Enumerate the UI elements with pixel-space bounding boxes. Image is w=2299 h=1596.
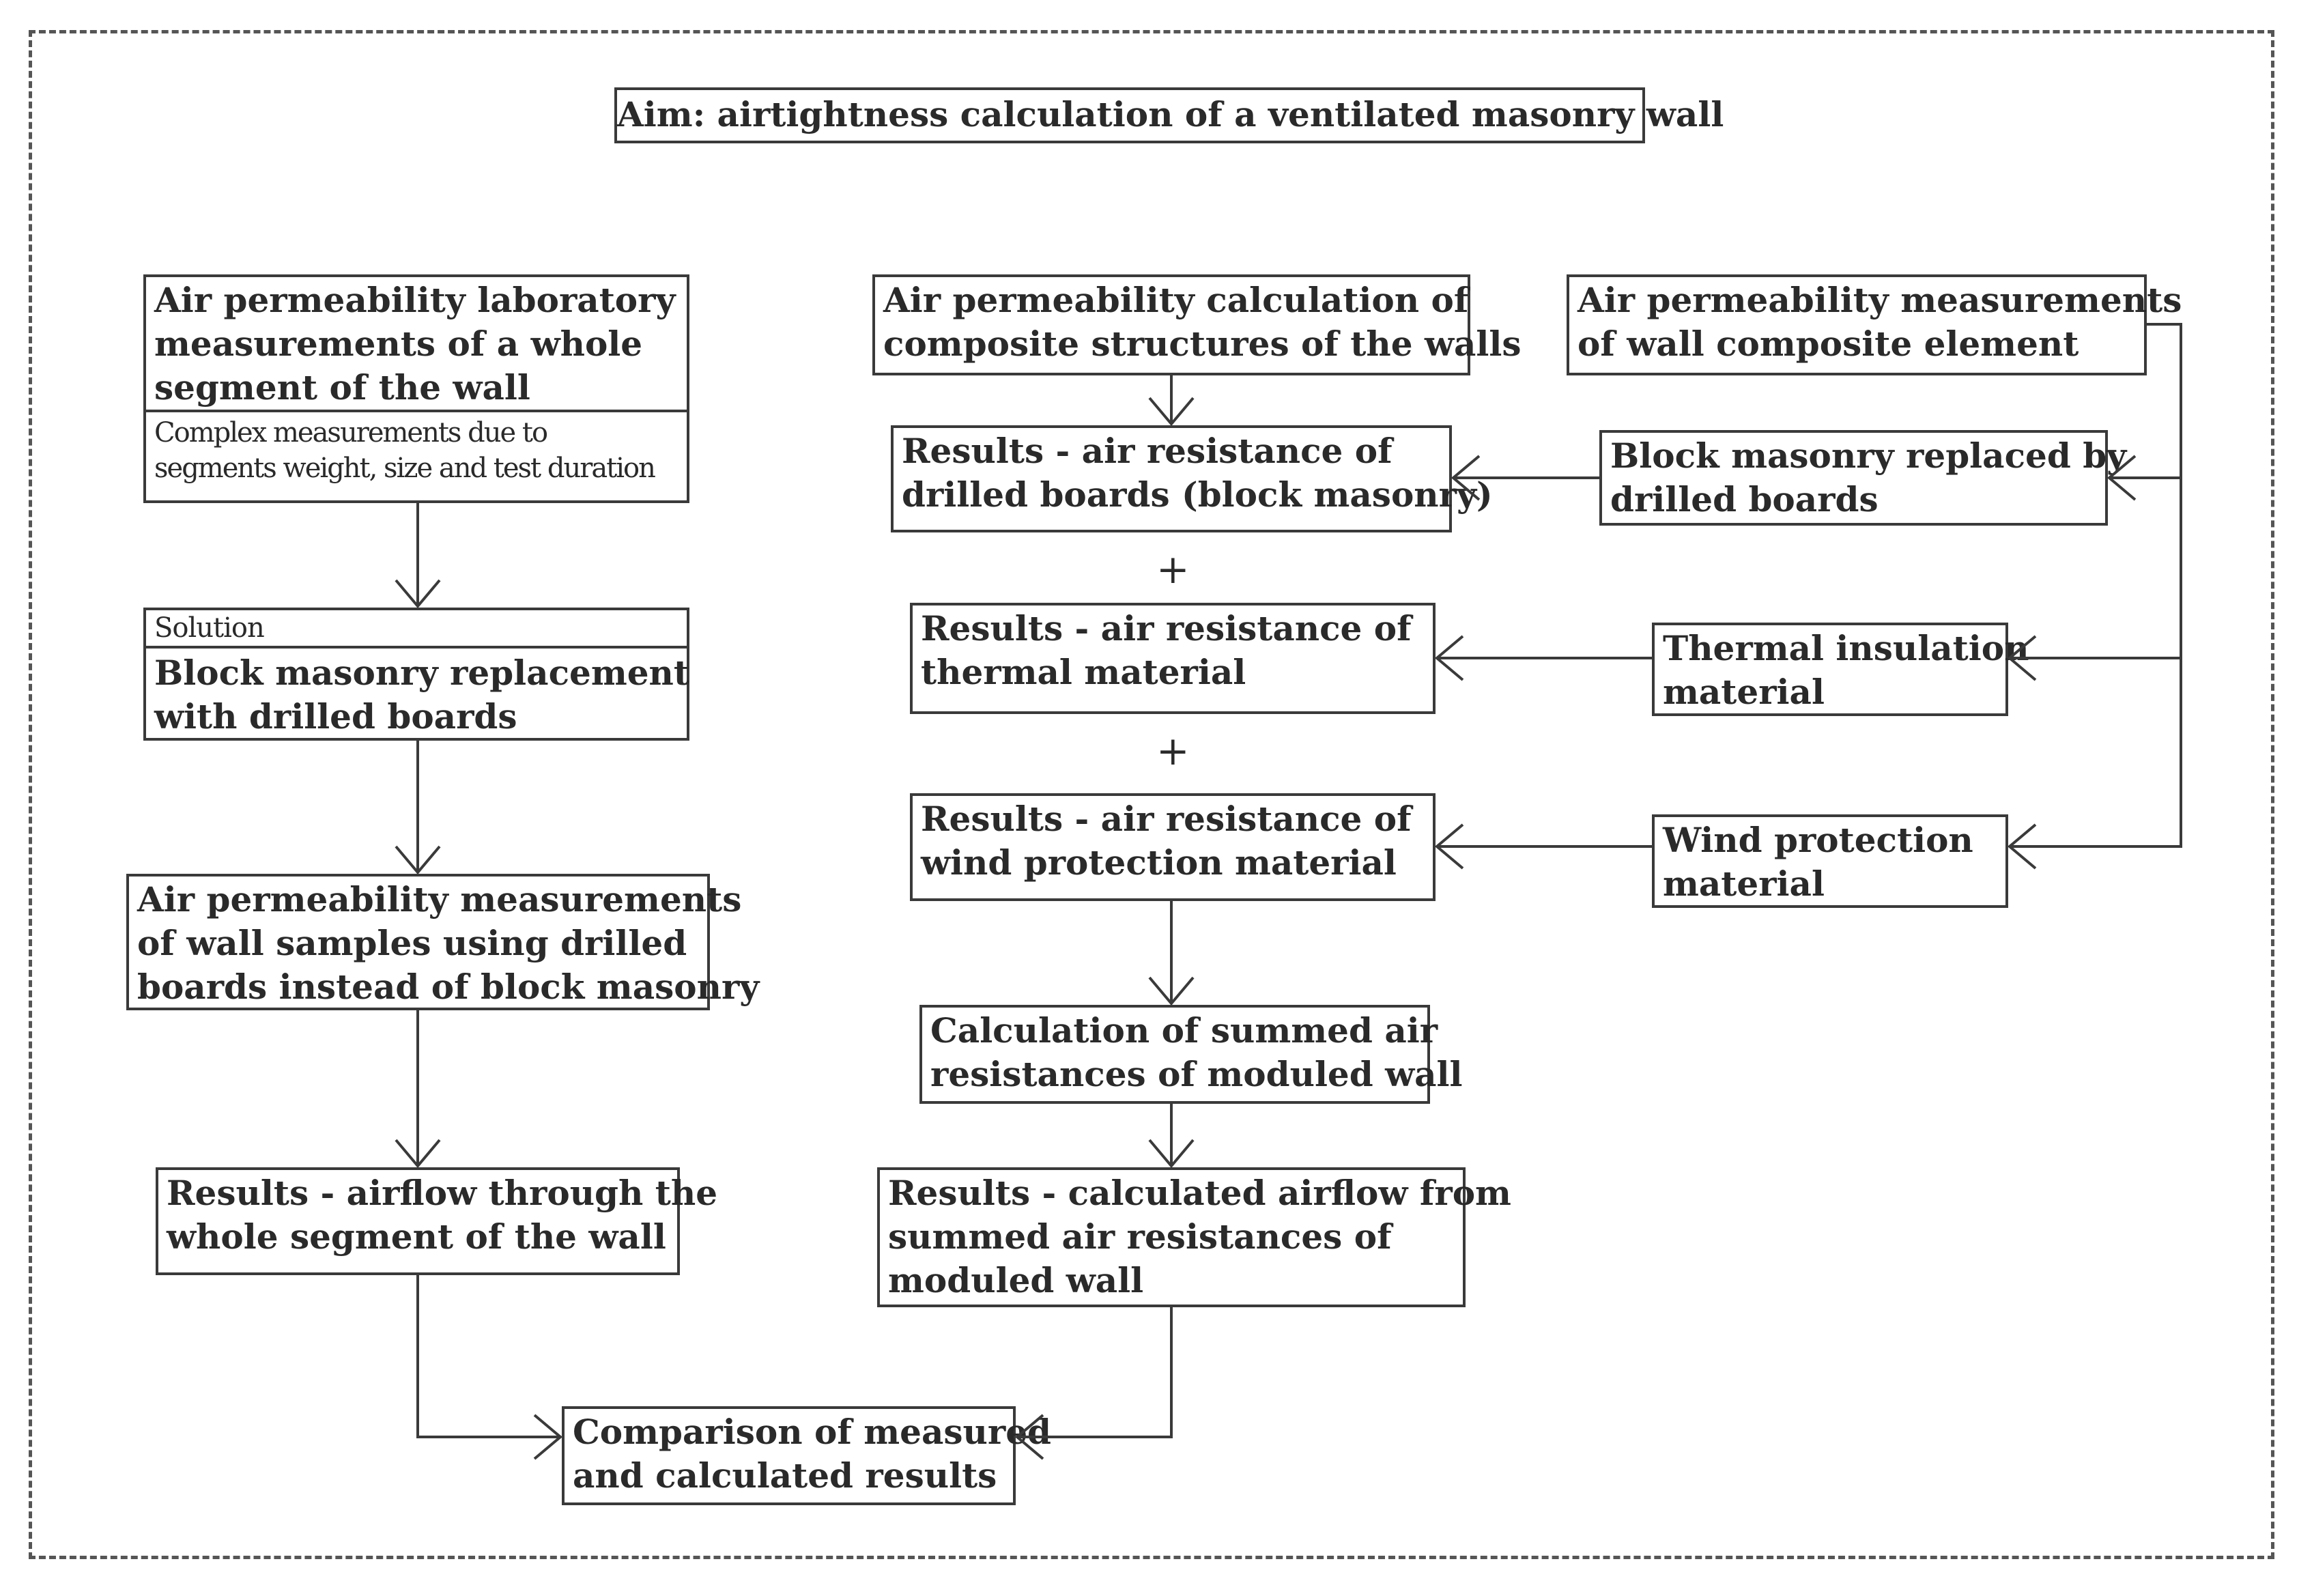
plus-sign: + <box>1156 728 1190 774</box>
calc-airflow-line3: moduled wall <box>888 1260 1144 1300</box>
res-wind-line1: Results - air resistance of <box>921 799 1412 839</box>
res-drilled-line2: drilled boards (block masonry) <box>902 474 1493 515</box>
calc-airflow-line2: summed air resistances of <box>888 1216 1392 1257</box>
calc-line2: composite structures of the walls <box>883 324 1522 364</box>
composite-element-box: Air permeability measurements of wall co… <box>1567 274 2182 375</box>
connector-line <box>2010 323 2182 848</box>
block-line1: Block masonry replaced by <box>1610 436 2127 476</box>
solution-line2: with drilled boards <box>154 696 517 737</box>
block-masonry-replaced-box: Block masonry replaced by drilled boards <box>1599 430 2127 526</box>
arrowhead-left-icon <box>2107 455 2137 501</box>
wind-resistance-box: Results - air resistance of wind protect… <box>910 793 1436 901</box>
complexity-note: Complex measurements due to segments wei… <box>146 410 687 486</box>
res-drilled-line1: Results - air resistance of <box>902 431 1393 471</box>
arrowhead-down-icon <box>395 579 441 609</box>
wind-line2: material <box>1663 864 1825 904</box>
comparison-box: Comparison of measured and calculated re… <box>562 1406 1052 1505</box>
summed-resistance-box: Calculation of summed air resistances of… <box>919 1005 1463 1104</box>
arrowhead-left-icon <box>1434 635 1464 681</box>
summed-line2: resistances of moduled wall <box>930 1054 1463 1094</box>
arrowhead-left-icon <box>1434 823 1464 870</box>
lab-measurements-line2: measurements of a whole <box>154 324 643 364</box>
complexity-note-line1: Complex measurements due to <box>154 417 548 448</box>
arrowhead-right-icon <box>533 1414 563 1460</box>
complexity-note-line2: segments weight, size and test duration <box>154 453 656 484</box>
samples-line1: Air permeability measurements <box>137 879 742 920</box>
connector-line <box>1017 1307 1173 1438</box>
comparison-line1: Comparison of measured <box>573 1412 1052 1452</box>
airflow-line1: Results - airflow through the <box>167 1173 718 1213</box>
wind-protection-box: Wind protection material <box>1652 814 2008 908</box>
calc-airflow-line1: Results - calculated airflow from <box>888 1173 1511 1213</box>
arrowhead-down-icon <box>1148 397 1195 427</box>
block-line2: drilled boards <box>1610 479 1879 519</box>
connector-line <box>416 1275 560 1438</box>
arrowhead-left-icon <box>1014 1414 1044 1460</box>
dashed-frame <box>29 30 2274 1559</box>
solution-box: Solution Block masonry replacement with … <box>143 608 689 741</box>
composite-calculation-box: Air permeability calculation of composit… <box>872 274 1522 375</box>
diagram-title: Aim: airtightness calculation of a venti… <box>614 87 1724 143</box>
res-thermal-line2: thermal material <box>921 652 1246 692</box>
drilled-boards-resistance-box: Results - air resistance of drilled boar… <box>891 425 1493 532</box>
solution-line1: Block masonry replacement <box>154 653 689 693</box>
element-line2: of wall composite element <box>1577 324 2079 364</box>
arrowhead-left-icon <box>2007 823 2037 870</box>
thermal-resistance-box: Results - air resistance of thermal mate… <box>910 603 1436 714</box>
plus-sign: + <box>1156 546 1190 593</box>
res-thermal-line1: Results - air resistance of <box>921 608 1412 649</box>
wall-samples-box: Air permeability measurements of wall sa… <box>126 874 760 1010</box>
solution-label: Solution <box>146 610 687 649</box>
arrowhead-left-icon <box>2007 635 2037 681</box>
arrowhead-down-icon <box>395 1139 441 1169</box>
thermal-line2: material <box>1663 672 1825 712</box>
thermal-insulation-box: Thermal insulation material <box>1652 623 2029 716</box>
samples-line3: boards instead of block masonry <box>137 967 760 1007</box>
lab-measurements-line3: segment of the wall <box>154 367 530 408</box>
samples-line2: of wall samples using drilled <box>137 923 687 963</box>
arrowhead-left-icon <box>1451 455 1481 501</box>
res-wind-line2: wind protection material <box>921 842 1397 883</box>
calc-line1: Air permeability calculation of <box>883 280 1469 320</box>
arrowhead-down-icon <box>1148 976 1195 1006</box>
thermal-line1: Thermal insulation <box>1663 628 2029 668</box>
title-text: Aim: airtightness calculation of a venti… <box>617 94 1724 134</box>
arrowhead-down-icon <box>1148 1139 1195 1169</box>
airflow-results-box: Results - airflow through the whole segm… <box>156 1167 718 1275</box>
comparison-line2: and calculated results <box>573 1455 997 1496</box>
summed-line1: Calculation of summed air <box>930 1010 1438 1051</box>
calculated-airflow-box: Results - calculated airflow from summed… <box>877 1167 1511 1307</box>
lab-measurements-line1: Air permeability laboratory <box>154 280 676 320</box>
arrowhead-down-icon <box>395 845 441 875</box>
lab-measurements-box: Air permeability laboratory measurements… <box>143 274 689 503</box>
wind-line1: Wind protection <box>1663 820 1973 860</box>
element-line1: Air permeability measurements <box>1577 280 2182 320</box>
airflow-line2: whole segment of the wall <box>167 1216 666 1257</box>
